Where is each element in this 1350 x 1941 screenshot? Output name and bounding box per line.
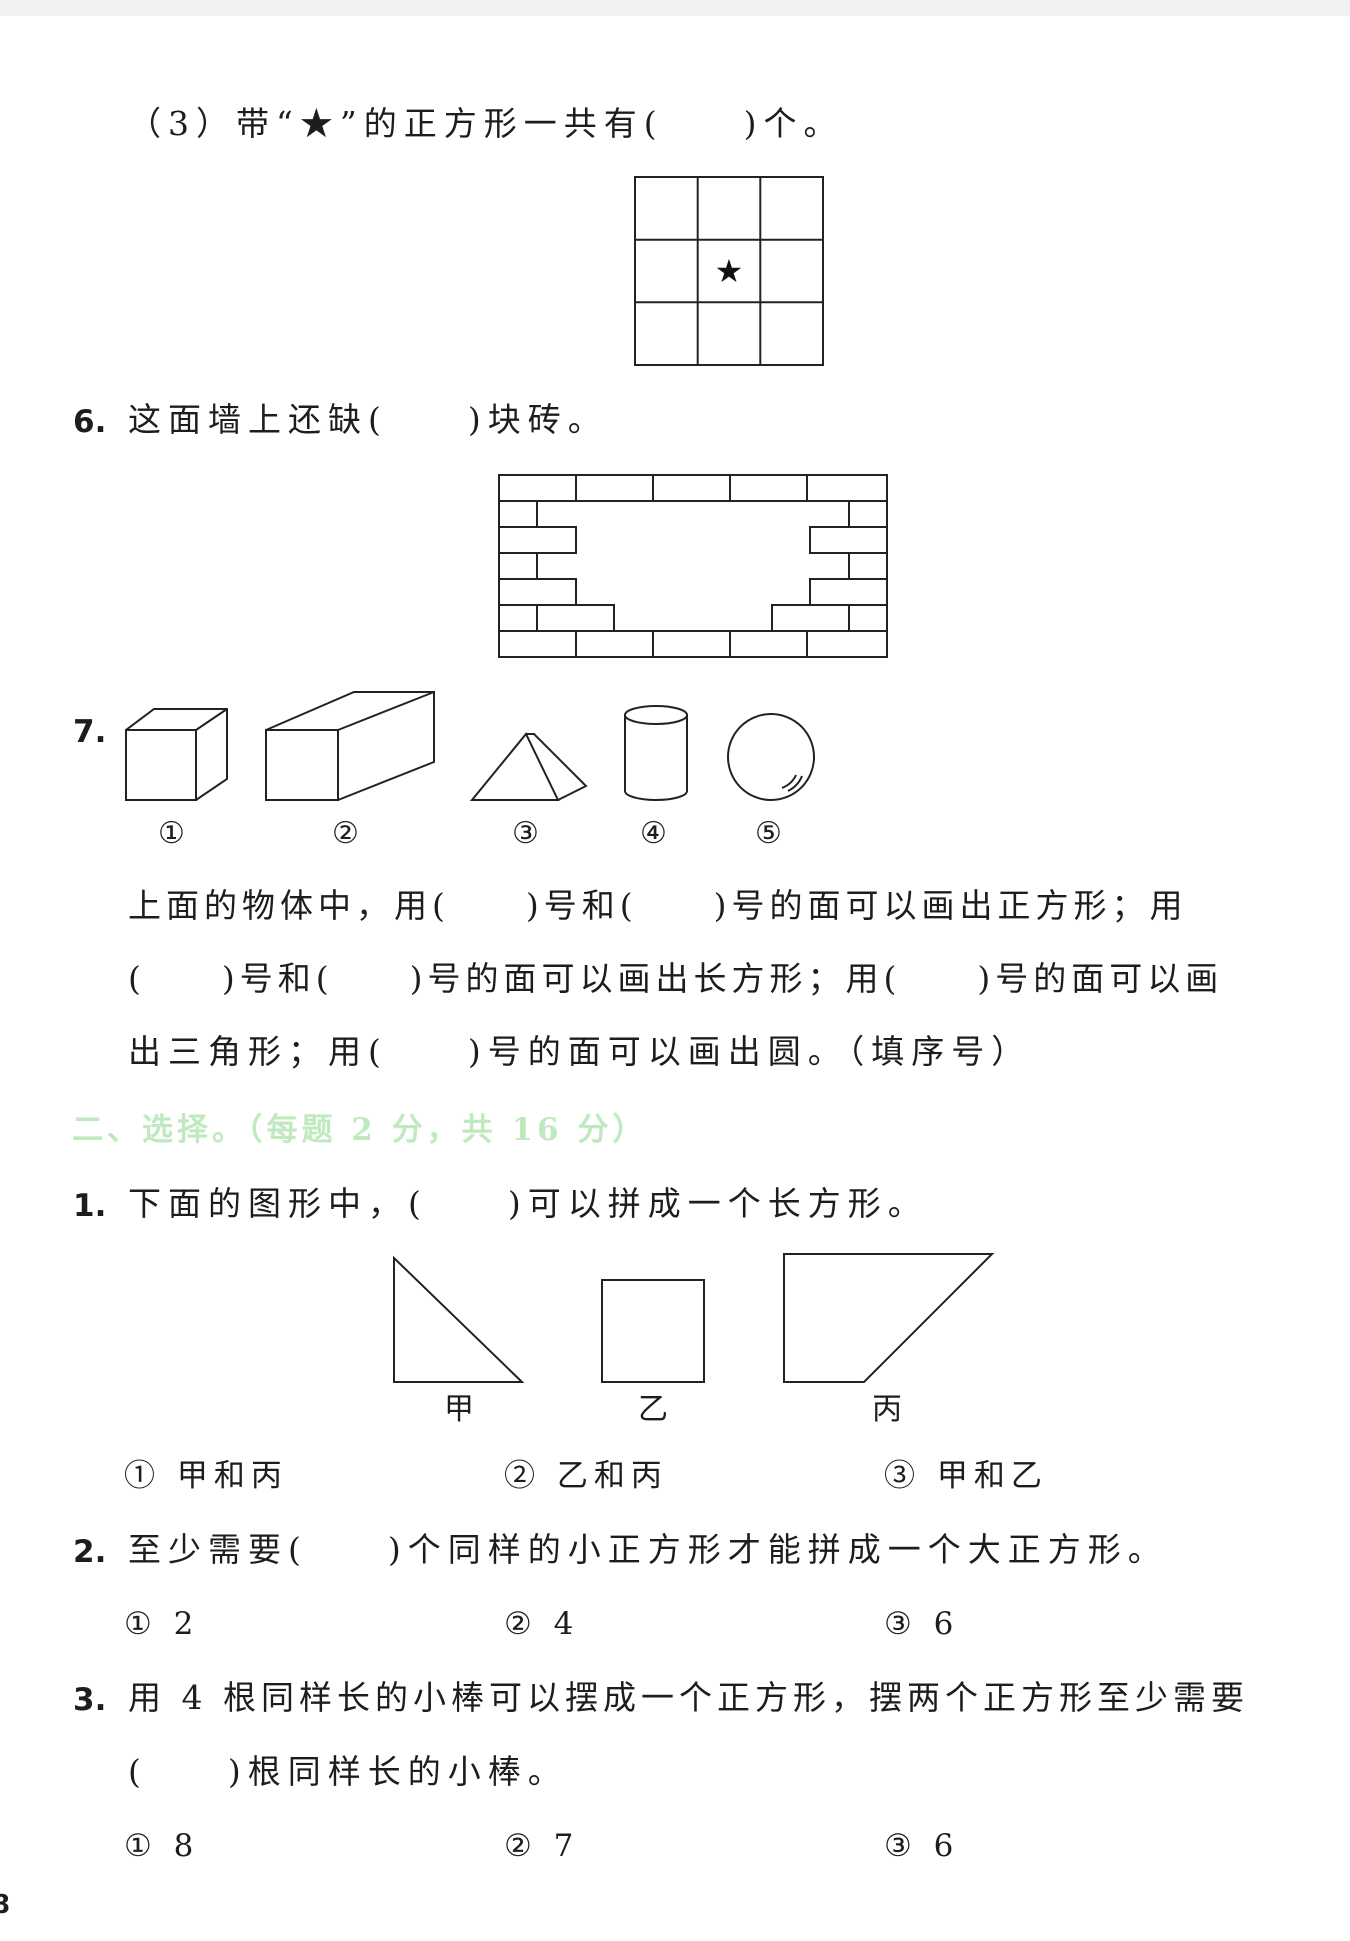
star-icon: ★ [715,252,744,290]
c3-option-2[interactable]: ② 7 [504,1828,580,1864]
c3-text-line-2: ( )根同样长的小棒。 [128,1752,568,1791]
page-top-edge [0,0,1350,16]
c1-option-2[interactable]: ② 乙和丙 [504,1458,668,1494]
c1-shape-label-yi: 乙 [638,1392,668,1427]
c2-text: 至少需要( )个同样的小正方形才能拼成一个大正方形。 [128,1530,1168,1569]
c3-option-3[interactable]: ③ 6 [884,1828,960,1864]
star-grid: ★ [634,176,824,366]
c1-option-3[interactable]: ③ 甲和乙 [884,1458,1048,1494]
brick-wall [498,474,888,658]
c3-text-line-1: 用 4 根同样长的小棒可以摆成一个正方形，摆两个正方形至少需要 [128,1678,1249,1717]
c2-option-1[interactable]: ① 2 [124,1606,200,1642]
q7-label-1: ① [158,816,185,851]
q7-text-line-1: 上面的物体中，用( )号和( )号的面可以画出正方形；用 [128,886,1188,925]
c2-option-3[interactable]: ③ 6 [884,1606,960,1642]
cube-figure [125,708,228,801]
c3-number: 3. [73,1682,107,1718]
shape-triangle-jia [393,1255,525,1383]
c2-number: 2. [73,1534,107,1570]
c3-option-1[interactable]: ① 8 [124,1828,200,1864]
q7-label-5: ⑤ [755,816,782,851]
c2-option-2[interactable]: ② 4 [504,1606,580,1642]
q7-label-3: ③ [512,816,539,851]
section-heading: 二、选择。（每题 2 分，共 16 分） [72,1112,648,1148]
shape-square-yi [601,1279,705,1383]
q6-number: 6. [73,404,107,440]
q7-label-2: ② [332,816,359,851]
page-number: 8 [0,1890,11,1920]
c1-option-1[interactable]: ① 甲和丙 [124,1458,288,1494]
q7-text-line-2: ( )号和( )号的面可以画出长方形；用( )号的面可以画 [128,959,1224,998]
cylinder-figure [624,705,688,801]
c1-number: 1. [73,1188,107,1224]
triangular-prism-figure [469,732,588,801]
sphere-figure [727,713,815,801]
c1-text: 下面的图形中，( )可以拼成一个长方形。 [128,1184,928,1223]
c1-shape-label-bing: 丙 [872,1392,902,1427]
q6-text: 这面墙上还缺( )块砖。 [128,400,608,439]
q5-3-text: （3）带“★”的正方形一共有( )个。 [128,104,844,143]
q7-label-4: ④ [640,816,667,851]
c1-shape-label-jia: 甲 [444,1392,474,1427]
q7-number: 7. [73,714,107,750]
shape-trapezoid-bing [783,1253,995,1383]
cuboid-figure [265,691,435,801]
q7-text-line-3: 出三角形；用( )号的面可以画出圆。（填序号） [128,1032,1032,1071]
